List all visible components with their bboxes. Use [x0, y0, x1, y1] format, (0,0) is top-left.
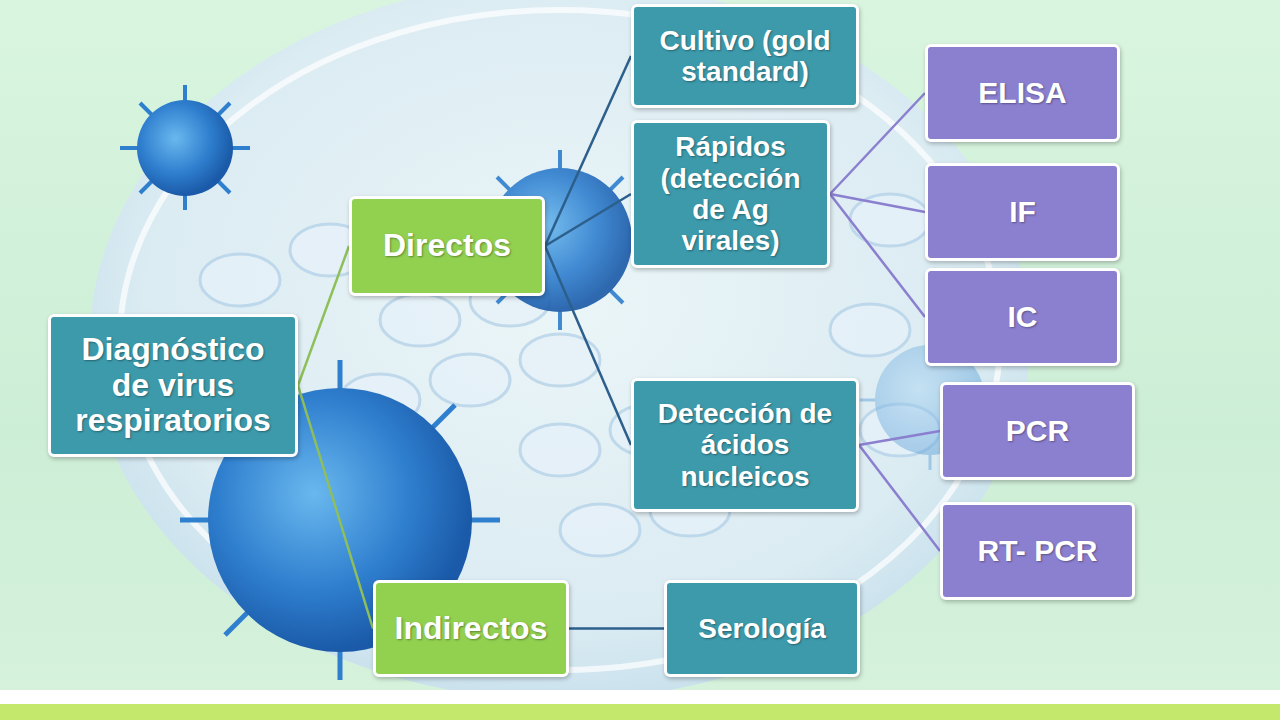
technique-box: IF	[925, 163, 1120, 261]
method-box: Rápidos (detección de Ag virales)	[631, 120, 830, 267]
node-label: Detección de ácidos nucleicos	[644, 398, 846, 492]
node-label: PCR	[1006, 414, 1069, 448]
technique-box: RT- PCR	[940, 502, 1135, 600]
connector-line	[545, 56, 631, 246]
node-label: Cultivo (gold standard)	[644, 25, 846, 88]
node-label: Indirectos	[395, 611, 548, 647]
connector-line	[298, 246, 349, 386]
node-label: ELISA	[978, 76, 1066, 110]
connector-line	[830, 93, 925, 194]
technique-box: PCR	[940, 382, 1135, 480]
footer-bar	[0, 704, 1280, 720]
connector-line	[298, 386, 373, 629]
connector-line	[545, 246, 631, 445]
node-label: Diagnóstico de virus respiratorios	[61, 332, 285, 439]
node-label: IF	[1009, 195, 1036, 229]
technique-box: ELISA	[925, 44, 1120, 142]
connector-line	[830, 194, 925, 212]
technique-box: IC	[925, 268, 1120, 366]
node-label: Serología	[698, 613, 826, 644]
connector-line	[859, 431, 940, 445]
category-box: Indirectos	[373, 580, 569, 677]
node-label: Directos	[383, 228, 511, 264]
connector-line	[569, 627, 664, 630]
node-label: IC	[1008, 300, 1038, 334]
footer-band	[0, 690, 1280, 704]
node-label: Rápidos (detección de Ag virales)	[644, 131, 817, 256]
node-label: RT- PCR	[978, 534, 1098, 568]
connector-line	[830, 194, 925, 317]
connector-line	[859, 445, 940, 551]
root-box: Diagnóstico de virus respiratorios	[48, 314, 298, 457]
virus-small	[120, 85, 250, 210]
method-box: Detección de ácidos nucleicos	[631, 378, 859, 512]
category-box: Directos	[349, 196, 545, 296]
method-box: Cultivo (gold standard)	[631, 4, 859, 108]
connector-line	[545, 194, 631, 246]
method-box: Serología	[664, 580, 860, 677]
